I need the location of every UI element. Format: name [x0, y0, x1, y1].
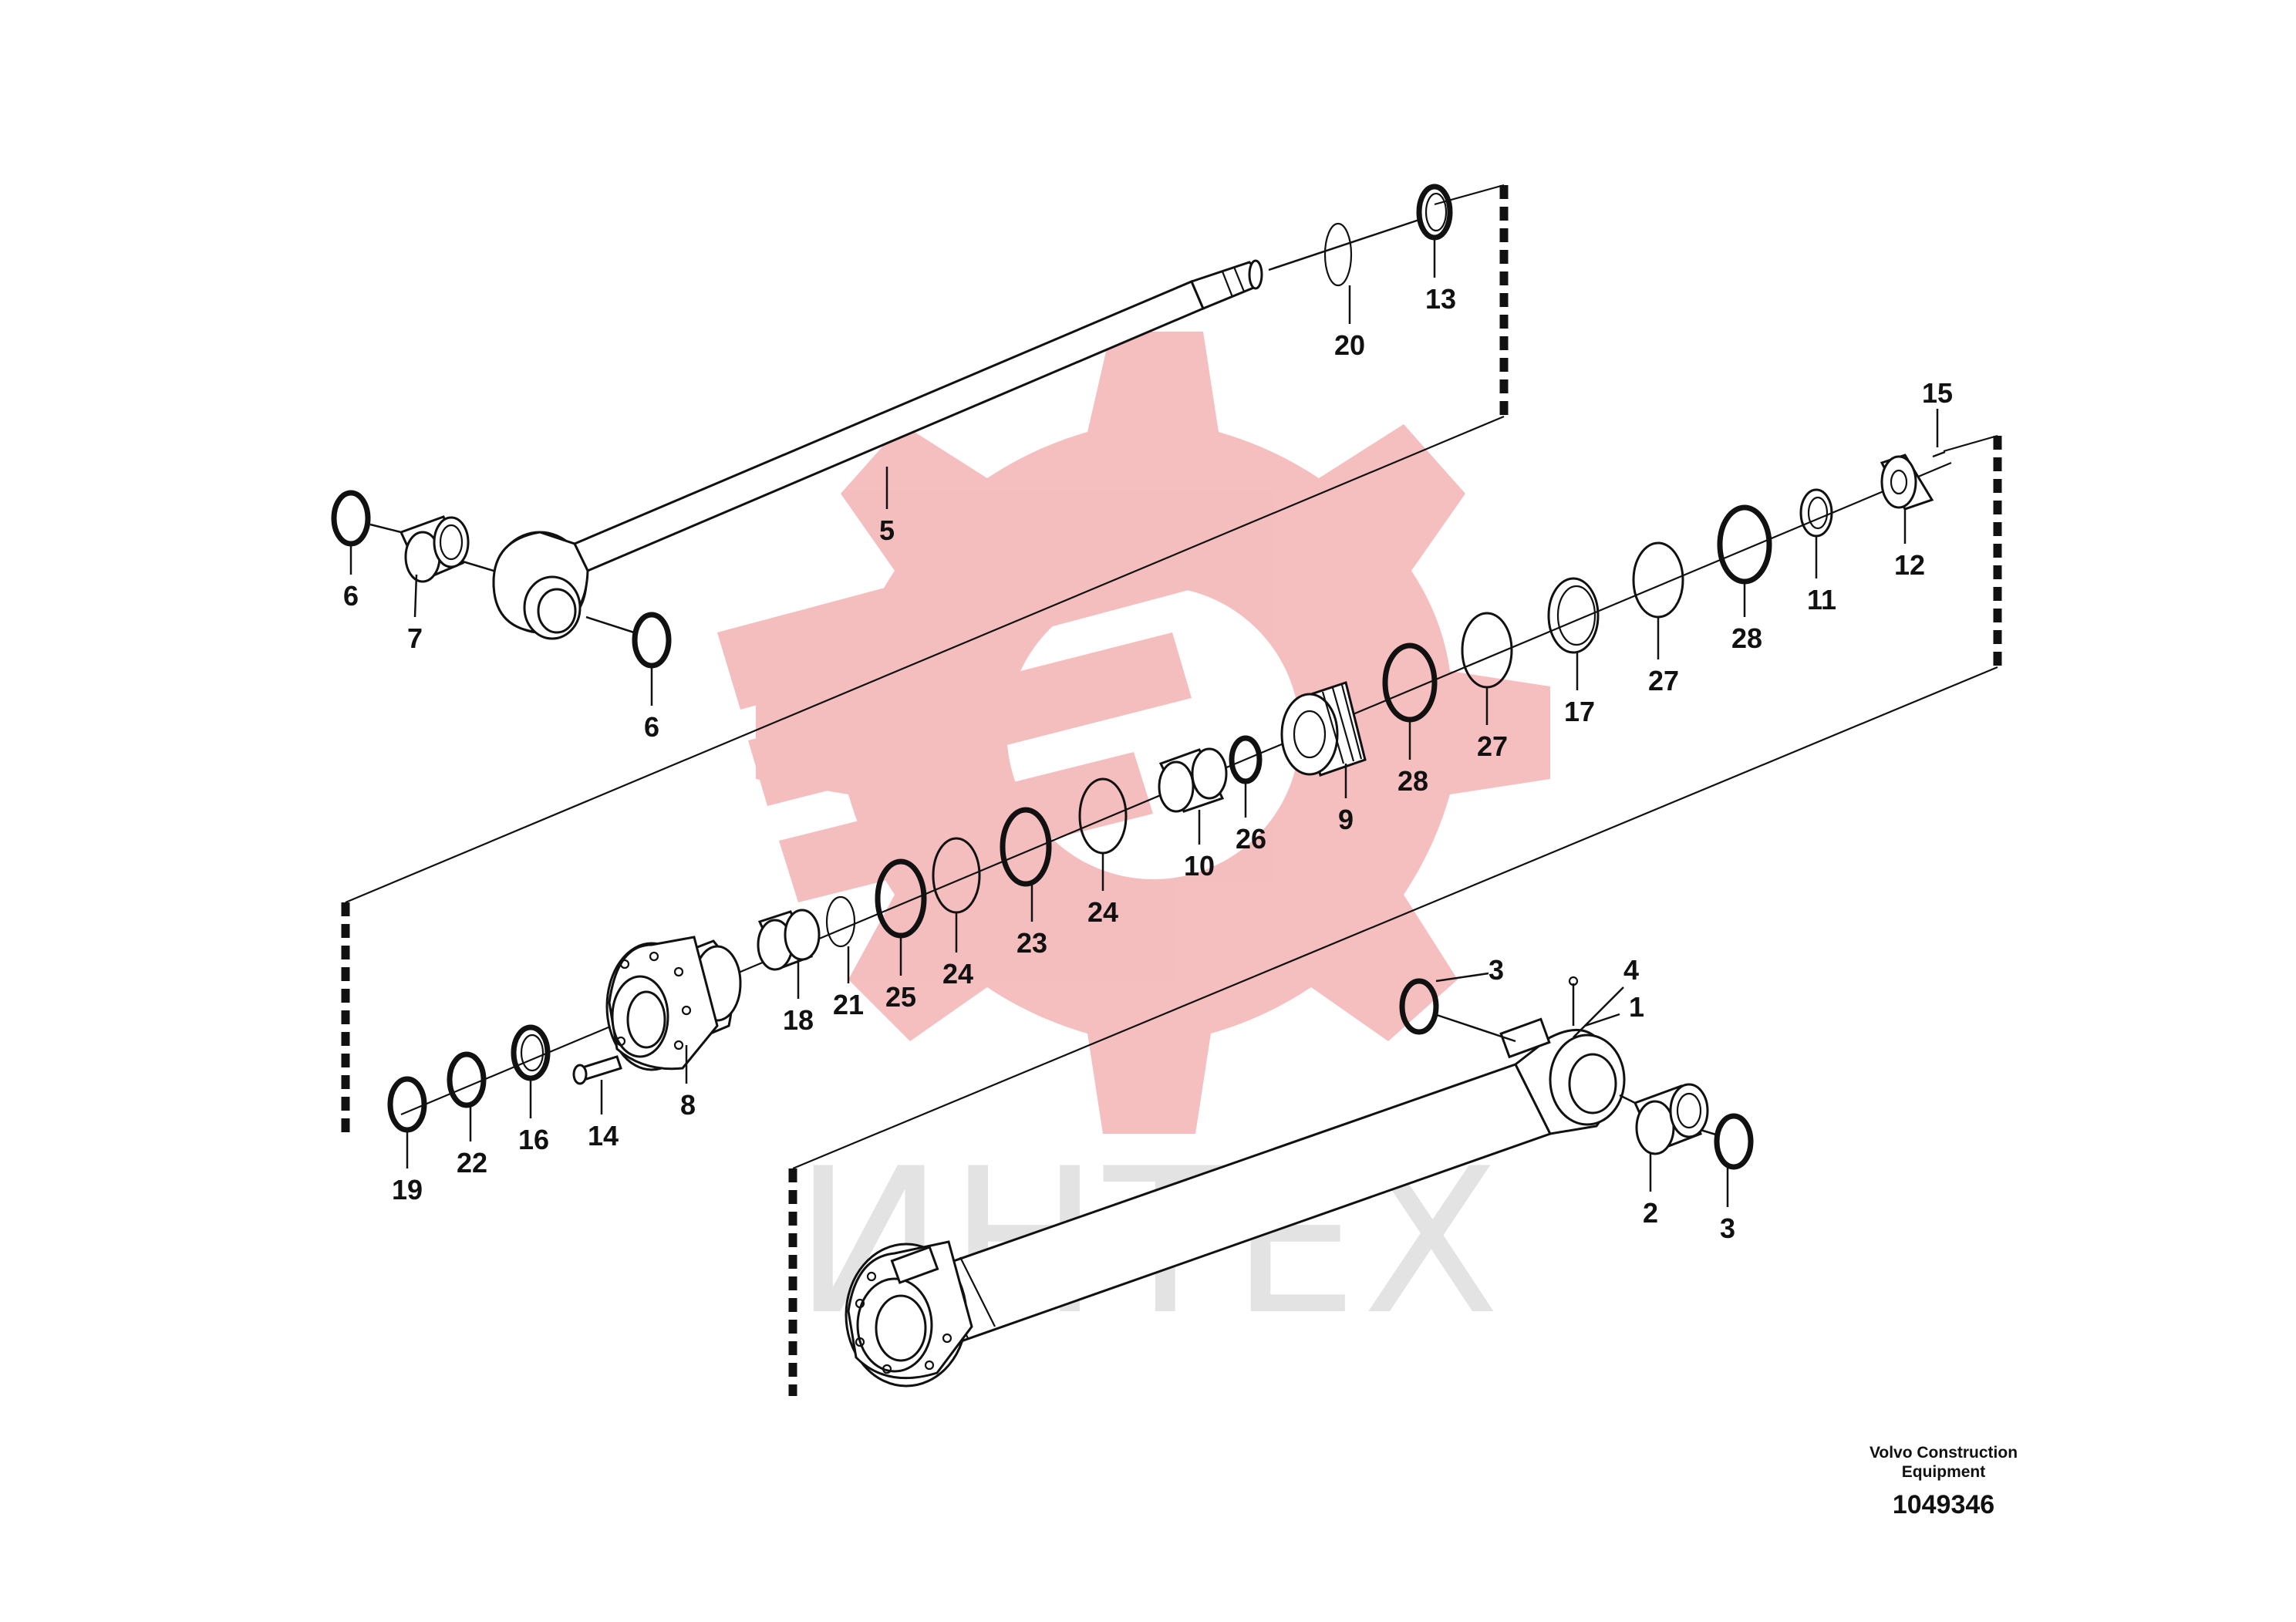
piston-9 [1280, 681, 1367, 777]
bolt-14 [572, 1055, 622, 1085]
cylinder-tube-assembly [845, 976, 1754, 1388]
document-number: 1049346 [1893, 1490, 1994, 1519]
bushing-2 [1633, 1083, 1709, 1155]
seal-ring-6a [331, 490, 371, 547]
callout-22: 22 [457, 1147, 487, 1179]
callout-4: 4 [1623, 954, 1639, 986]
seal-3b [1714, 1113, 1754, 1170]
callout-8: 8 [680, 1089, 696, 1121]
leader-lines [349, 238, 1939, 1207]
callout-9: 9 [1338, 804, 1354, 835]
callout-3b: 3 [1720, 1212, 1735, 1244]
callout-labels: 5 6 7 6 20 13 15 12 11 28 27 17 27 28 9 … [343, 283, 1953, 1244]
piston-rod-assembly [331, 184, 1453, 669]
ring-17 [1547, 577, 1600, 654]
callout-26: 26 [1236, 823, 1266, 855]
callout-20: 20 [1334, 329, 1365, 361]
callout-7: 7 [407, 622, 423, 654]
bushing-18 [757, 909, 821, 971]
callout-25: 25 [885, 981, 916, 1013]
callout-6a: 6 [343, 580, 359, 612]
seal-ring-6b [632, 612, 672, 669]
callout-28a: 28 [1397, 765, 1428, 797]
callout-13: 13 [1425, 283, 1456, 315]
break-lines [341, 184, 2002, 1396]
callout-14: 14 [588, 1120, 619, 1152]
seal-3a [1399, 978, 1439, 1035]
brand-line-1: Volvo Construction [1870, 1444, 2018, 1462]
callout-11: 11 [1807, 584, 1836, 615]
bushing-7 [399, 515, 470, 583]
callout-19: 19 [392, 1174, 423, 1206]
callout-3a: 3 [1489, 954, 1504, 986]
ring-21 [825, 895, 856, 948]
callout-24a: 24 [942, 958, 973, 990]
seal-19 [387, 1076, 427, 1133]
bushing-10 [1158, 747, 1228, 813]
callout-1: 1 [1629, 991, 1644, 1023]
callout-12: 12 [1894, 549, 1925, 581]
callout-6b: 6 [644, 711, 659, 743]
callout-5: 5 [879, 514, 895, 546]
nut-12 [1880, 454, 1934, 511]
callout-24b: 24 [1087, 896, 1118, 928]
callout-28b: 28 [1731, 622, 1762, 654]
callout-27a: 27 [1477, 730, 1508, 762]
callout-18: 18 [783, 1004, 814, 1036]
callout-10: 10 [1184, 850, 1215, 882]
callout-2: 2 [1643, 1197, 1658, 1229]
rod-thread-end [1189, 261, 1259, 310]
ring-28b [1717, 504, 1772, 585]
ring-20 [1323, 222, 1353, 287]
seal-22 [447, 1051, 487, 1108]
watermark-gear-icon [717, 332, 1550, 1134]
ring-27b [1632, 541, 1684, 619]
callout-27b: 27 [1648, 665, 1679, 696]
callout-21: 21 [833, 989, 864, 1020]
footer: Volvo Construction Equipment 1049346 [1870, 1444, 2018, 1519]
callout-15: 15 [1922, 377, 1953, 409]
cylinder-head-8 [605, 936, 742, 1071]
callout-23: 23 [1017, 927, 1047, 959]
ring-23 [1000, 807, 1052, 887]
callout-16: 16 [518, 1124, 549, 1155]
callout-17: 17 [1564, 696, 1595, 727]
brand-line-2: Equipment [1902, 1463, 1986, 1481]
